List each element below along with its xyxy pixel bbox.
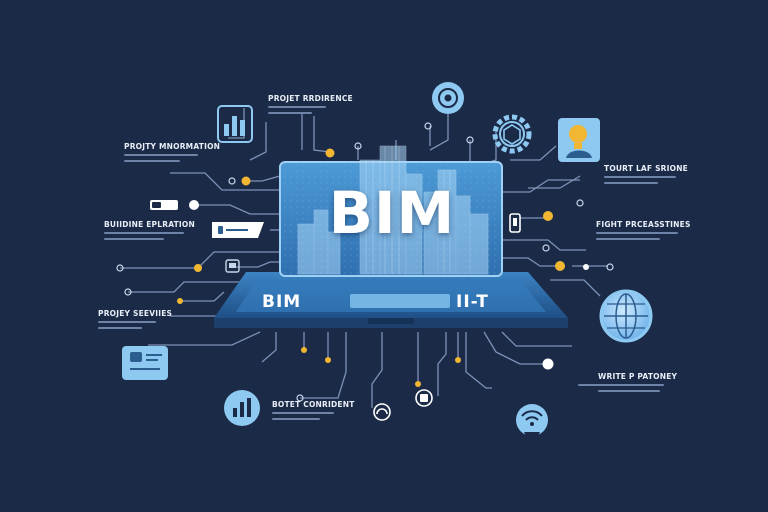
label-bottom-center-line [272, 418, 320, 420]
label-right-middle-line [596, 238, 660, 240]
label-left-middle: BUIIDINE EPLRATION [104, 220, 195, 229]
label-upper-left-line [124, 154, 198, 156]
small-monitor-icon[interactable] [225, 259, 240, 273]
lightbulb-head-icon[interactable] [558, 118, 600, 162]
headset-icon[interactable] [373, 403, 391, 421]
toggle-switch-icon[interactable] [150, 200, 178, 210]
label-lower-left-line [98, 327, 142, 329]
label-right-middle: FIGHT PRCEASSTINES [596, 220, 691, 229]
label-top-center-line [268, 106, 326, 108]
globe-icon[interactable] [599, 289, 653, 343]
circuit-nodes [116, 122, 614, 402]
target-icon[interactable] [432, 82, 464, 114]
label-right-lower-line [578, 384, 664, 386]
bar-chart-monitor-icon[interactable] [217, 105, 253, 143]
base-label-left: BIM [262, 292, 302, 312]
label-upper-left: PROJTY MNORMATION [124, 142, 221, 151]
wifi-hand-icon[interactable] [516, 404, 548, 440]
label-top-center-line [268, 112, 312, 114]
label-left-middle-line [104, 232, 184, 234]
bar-chart-icon[interactable] [224, 390, 260, 426]
label-lower-left-line [98, 321, 156, 323]
label-lower-left: PROJEY SEEVIIES [98, 309, 173, 318]
gear-cube-icon[interactable] [492, 114, 532, 154]
label-right-upper-line [604, 176, 676, 178]
label-upper-left-line [124, 160, 180, 162]
cube-icon[interactable] [415, 389, 433, 407]
laptop-screen [279, 145, 503, 277]
hero-title: BIM [328, 179, 456, 247]
id-card-icon[interactable] [122, 346, 168, 380]
circuit-lines [120, 108, 608, 408]
label-bottom-center: BOTET CONRIDENT [272, 400, 355, 409]
label-left-middle-line [104, 238, 164, 240]
label-right-upper: TOURT LAF SRIONE [604, 164, 689, 173]
mobile-phone-icon[interactable] [509, 213, 521, 233]
label-right-lower: WRITE P PATONEY [598, 372, 678, 381]
base-label-right: II-T [456, 292, 489, 312]
label-right-upper-line [604, 182, 658, 184]
label-top-center: PROJET RRDIRENCE [268, 94, 353, 103]
label-right-lower-line [598, 390, 660, 392]
label-bottom-center-line [272, 412, 334, 414]
text-field-icon[interactable] [212, 222, 264, 238]
label-right-middle-line [596, 232, 678, 234]
laptop-base [214, 272, 568, 328]
